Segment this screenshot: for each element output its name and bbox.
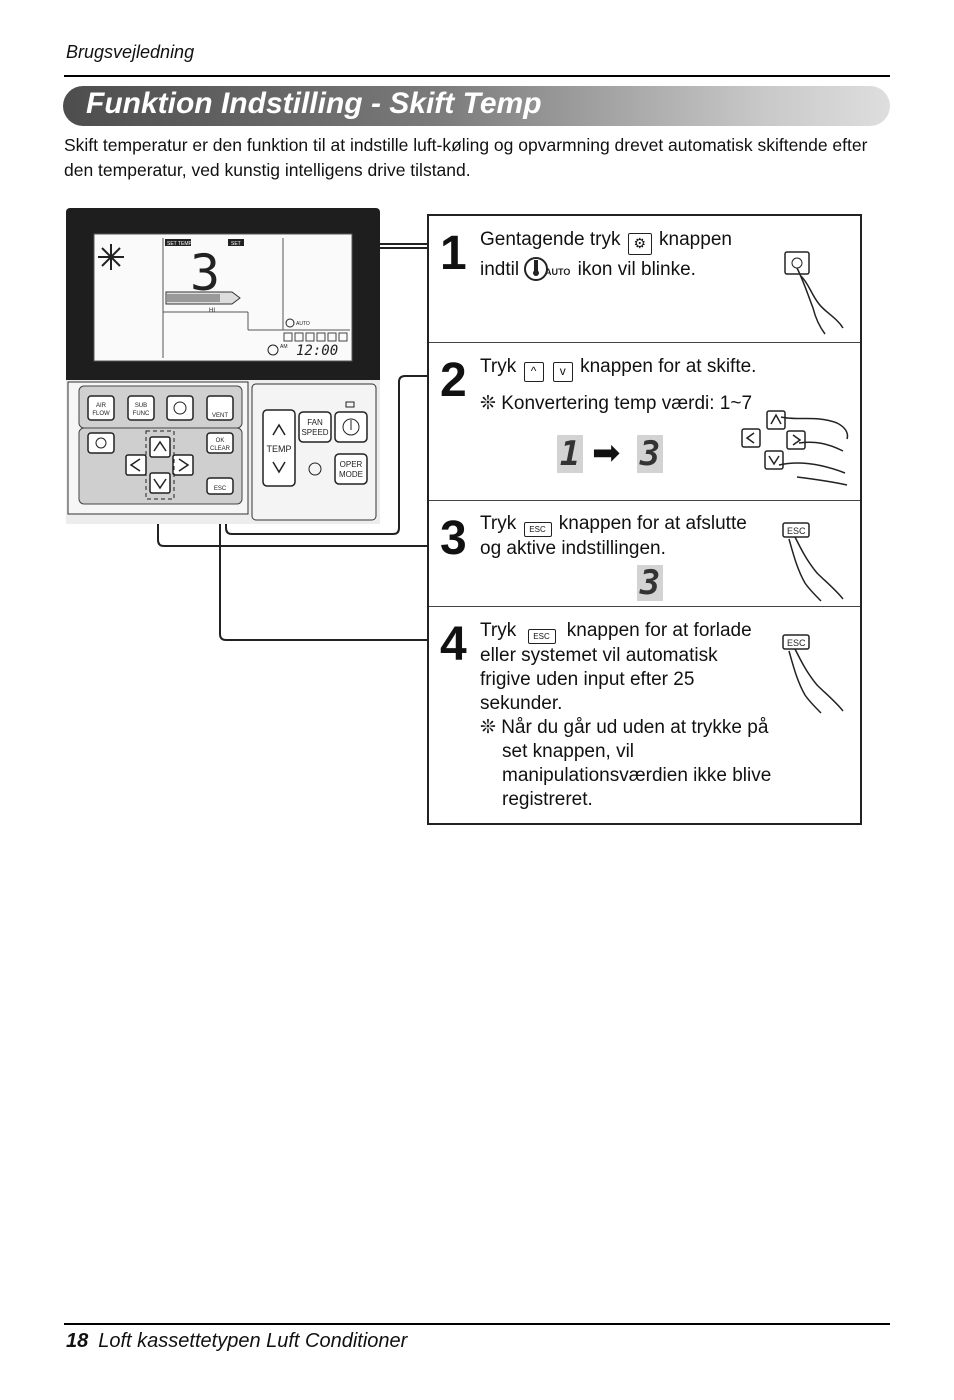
step-2-text-b: knappen for at skifte. <box>580 356 757 377</box>
svg-text:FLOW: FLOW <box>92 411 110 417</box>
hand-press-esc-icon: ESC <box>782 634 844 714</box>
result-value: 3 <box>637 565 663 601</box>
fan-label: HI <box>209 308 215 314</box>
header-rule <box>64 75 890 77</box>
svg-text:CLEAR: CLEAR <box>210 446 231 452</box>
step-1-text-b: knappen <box>659 229 732 250</box>
set-label: SET <box>231 241 241 247</box>
set-temp-label: SET TEMP <box>167 241 192 247</box>
esc-key-icon: ESC <box>527 629 556 644</box>
step-number: 3 <box>440 512 467 565</box>
air-flow-label: AIR <box>96 403 107 409</box>
arrow-right-icon: ➡ <box>592 434 621 472</box>
page-number: 18 <box>66 1330 89 1352</box>
up-button <box>149 436 171 458</box>
svg-text:SPEED: SPEED <box>301 428 328 437</box>
svg-text:OK: OK <box>216 438 225 444</box>
title-bar <box>63 86 890 126</box>
vent-label: VENT <box>212 413 228 419</box>
step-4-text-a: Tryk <box>480 620 517 641</box>
svg-text:ESC: ESC <box>787 526 806 536</box>
step-2-text-a: Tryk <box>480 356 517 377</box>
footer: 18 Loft kassettetypen Luft Conditioner <box>66 1330 407 1353</box>
down-button <box>149 472 171 494</box>
step-1: 1 Gentagende tryk ⚙ knappen indtil AUTO … <box>429 216 860 342</box>
right-button <box>172 454 194 476</box>
step-1-text-d: ikon vil blinke. <box>577 259 696 280</box>
step-2: 2 Tryk ^ v knappen for at skifte. ❊ Konv… <box>429 342 860 501</box>
svg-text:MODE: MODE <box>339 470 363 479</box>
step-3-text-b: knappen for at afslutte <box>558 513 747 534</box>
steps-panel: 1 Gentagende tryk ⚙ knappen indtil AUTO … <box>427 214 862 825</box>
intro-paragraph: Skift temperatur er den funktion til at … <box>64 135 868 180</box>
settings-icon: ⚙ <box>627 233 652 255</box>
section-label: Brugsvejledning <box>66 42 195 62</box>
step-3-text-a: Tryk <box>480 513 517 534</box>
esc-button <box>206 477 234 495</box>
step-3-text-c: og aktive indstillingen. <box>480 538 666 559</box>
air-flow-button <box>87 395 115 421</box>
left-button <box>125 454 147 476</box>
settings-button <box>166 395 194 421</box>
footer-rule <box>64 1323 890 1325</box>
snowflake-icon <box>98 244 124 270</box>
to-value: 3 <box>637 435 663 473</box>
page-title: Funktion Indstilling - Skift Temp <box>86 87 542 120</box>
svg-text:ESC: ESC <box>787 638 806 648</box>
hand-press-esc-icon: ESC <box>782 522 844 602</box>
step-4-note: ❊ Når du går ud uden at trykke på set kn… <box>480 717 772 810</box>
auto-label: AUTO <box>296 321 310 327</box>
step-4-text-c: eller systemet vil automatisk frigive ud… <box>480 645 718 714</box>
esc-key-icon: ESC <box>523 522 552 537</box>
svg-text:FAN: FAN <box>307 418 323 427</box>
vent-button <box>206 395 234 421</box>
temp-label: TEMP <box>266 444 291 454</box>
step-4-text-b: knappen for at forlade <box>566 620 752 641</box>
from-value: 1 <box>557 435 583 473</box>
step-3: 3 Tryk ESC knappen for at afslutte og ak… <box>429 500 860 607</box>
step-4: 4 Tryk ESC knappen for at forlade eller … <box>429 606 860 824</box>
sub-func-label: SUB <box>135 403 147 409</box>
hands-arrows-icon <box>741 410 849 486</box>
step-number: 1 <box>440 227 467 280</box>
footer-title: Loft kassettetypen Luft Conditioner <box>98 1330 408 1352</box>
up-arrow-icon: ^ <box>523 362 544 382</box>
step-1-text-c: indtil <box>480 259 520 280</box>
svg-text:FUNC: FUNC <box>133 411 150 417</box>
hand-press-icon <box>784 251 844 335</box>
am-label: AM <box>280 344 288 350</box>
step-number: 2 <box>440 354 467 407</box>
down-arrow-icon: v <box>552 362 573 382</box>
svg-text:AUTO: AUTO <box>545 267 570 277</box>
oper-mode-button <box>334 453 368 485</box>
clock: 12:00 <box>296 343 338 359</box>
svg-text:OPER: OPER <box>340 460 363 469</box>
temp-rocker <box>262 409 296 487</box>
esc-label: ESC <box>214 486 227 492</box>
auto-thermometer-icon: AUTO <box>524 255 572 281</box>
fan-speed-button <box>298 411 332 443</box>
ok-clear-button <box>206 432 234 454</box>
step-2-note: ❊ Konvertering temp værdi: 1~7 <box>480 393 753 414</box>
step-number: 4 <box>440 618 467 671</box>
sub-func-button <box>127 395 155 421</box>
remote-controller-illustration: SET TEMP SET 3 HI AUTO AM 12:00 AIRFLOW … <box>66 208 428 641</box>
step-1-text-a: Gentagende tryk <box>480 229 621 250</box>
timer-button <box>87 432 115 454</box>
